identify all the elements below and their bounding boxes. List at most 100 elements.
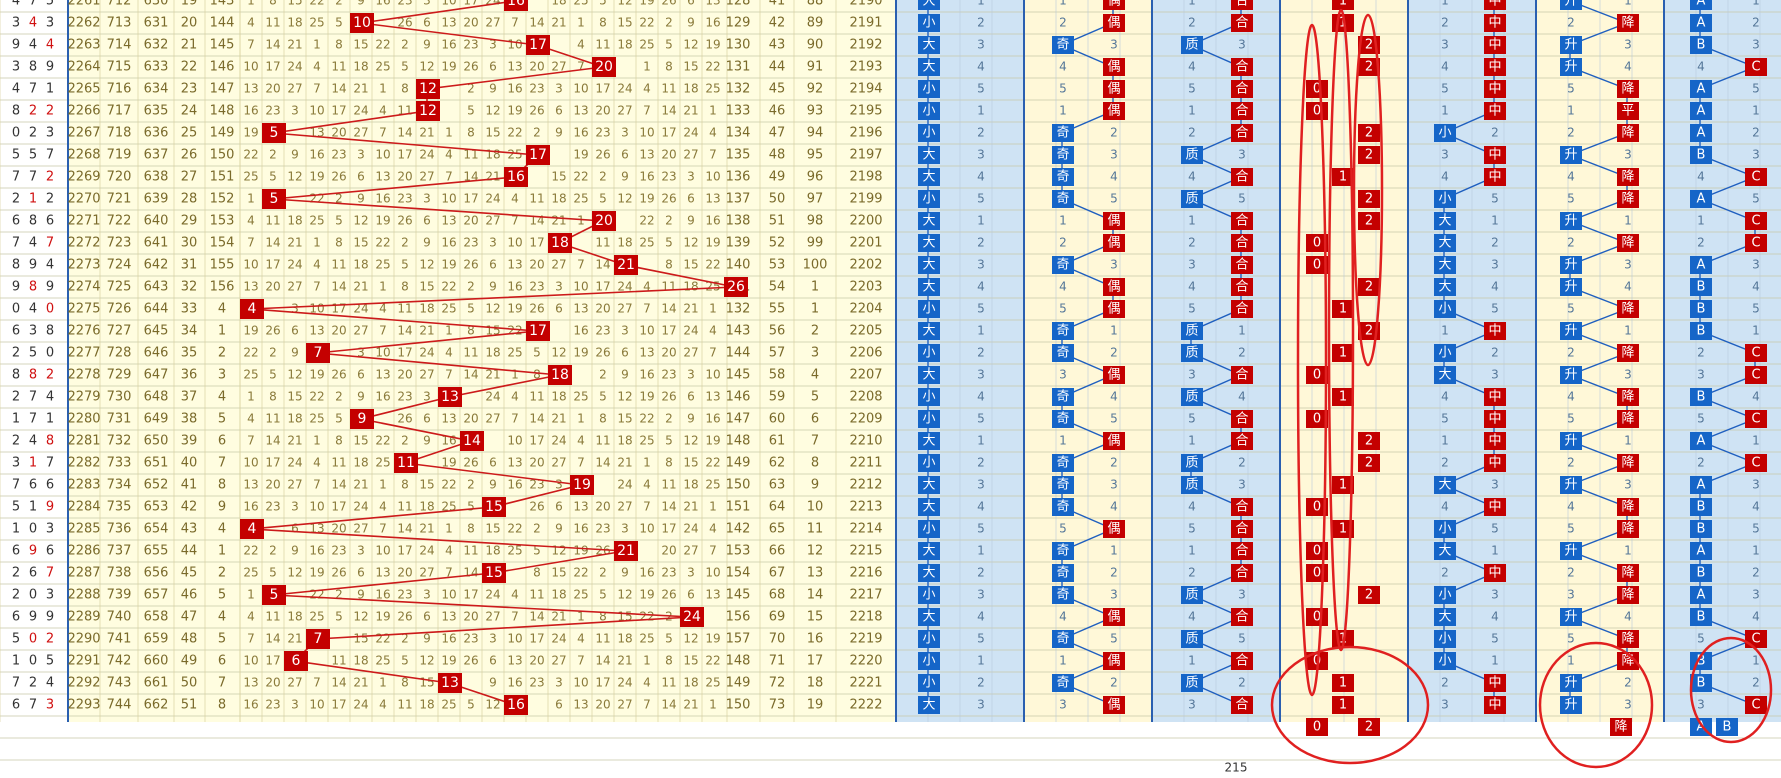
omission-count: 18 — [551, 588, 566, 602]
draw-number: 2270 — [67, 192, 100, 207]
stat-d3: 99 — [807, 236, 824, 251]
stat-c3: 643 — [144, 280, 169, 295]
omission-count: 10 — [639, 126, 654, 140]
abc-omission: 3 — [1752, 588, 1760, 602]
omission-count: 24 — [419, 346, 434, 360]
stat-c4: 46 — [181, 588, 198, 603]
prime-composite-omission: 5 — [1238, 192, 1246, 206]
omission-count: 19 — [705, 434, 720, 448]
omission-count: 13 — [243, 478, 258, 492]
winning-digit: 3 — [46, 16, 54, 31]
omission-count: 15 — [683, 60, 698, 74]
omission-count: 20 — [463, 16, 478, 30]
big-small-box — [918, 564, 940, 582]
abc-omission: 5 — [1752, 522, 1760, 536]
odd-even-omission: 3 — [1110, 478, 1118, 492]
mid-tag-omission: 4 — [1491, 610, 1499, 624]
abc-omission: 1 — [1752, 544, 1760, 558]
mid-tag-box — [1434, 234, 1456, 252]
prime-composite-label: 合 — [1235, 16, 1248, 31]
omission-count: 22 — [705, 258, 720, 272]
omission-count: 4 — [379, 104, 387, 118]
abc-omission: 1 — [1752, 104, 1760, 118]
abc-label: B — [1697, 280, 1706, 295]
big-small-box — [918, 454, 940, 472]
trend-omission: 4 — [1624, 610, 1632, 624]
omission-count: 6 — [555, 500, 563, 514]
odd-even-omission: 1 — [1110, 324, 1118, 338]
omission-count: 2 — [665, 214, 673, 228]
omission-count: 15 — [353, 434, 368, 448]
omission-count: 27 — [617, 104, 632, 118]
abc-box — [1745, 410, 1767, 428]
omission-count: 5 — [335, 214, 343, 228]
stat-d3: 2 — [811, 324, 819, 339]
omission-count: 26 — [595, 148, 610, 162]
sum-marker-label: 17 — [529, 37, 547, 53]
odd-even-omission: 2 — [1110, 676, 1118, 690]
mid-tag-label: 小 — [1438, 632, 1451, 647]
abc-omission: 2 — [1752, 126, 1760, 140]
winning-digit: 3 — [12, 456, 20, 471]
stat-c4: 40 — [181, 456, 198, 471]
odd-even-omission: 5 — [1110, 632, 1118, 646]
route-box — [1332, 476, 1354, 494]
omission-count: 4 — [313, 60, 321, 74]
omission-count: 20 — [661, 148, 676, 162]
omission-count: 21 — [683, 698, 698, 712]
stat-c5: 1 — [218, 544, 226, 559]
winning-digit: 5 — [29, 148, 37, 163]
stat-d1: 132 — [726, 302, 751, 317]
trend-box — [1617, 520, 1639, 538]
trend-omission: 1 — [1624, 434, 1632, 448]
annotation-ellipse-route-0 — [1296, 23, 1328, 697]
stat-c3: 638 — [144, 170, 169, 185]
omission-count: 27 — [353, 126, 368, 140]
prime-composite-box — [1231, 124, 1253, 142]
prime-composite-omission: 2 — [1188, 236, 1196, 250]
stat-d1: 154 — [726, 566, 751, 581]
mid-tag-box — [1484, 168, 1506, 186]
omission-count: 15 — [353, 632, 368, 646]
stat-d3: 97 — [807, 192, 824, 207]
odd-even-omission: 3 — [1110, 258, 1118, 272]
omission-count: 14 — [529, 610, 544, 624]
omission-count: 6 — [357, 170, 365, 184]
omission-count: 1 — [313, 236, 321, 250]
trend-box — [1560, 366, 1582, 384]
route-label: 2 — [1365, 214, 1373, 229]
draw-number: 2273 — [67, 258, 100, 273]
stat-c3: 662 — [144, 698, 169, 713]
stat-c5: 153 — [210, 214, 235, 229]
omission-count: 11 — [595, 236, 610, 250]
odd-even-omission: 5 — [1059, 302, 1067, 316]
mid-tag-omission: 4 — [1441, 390, 1449, 404]
omission-count: 26 — [661, 390, 676, 404]
omission-count: 2 — [599, 566, 607, 580]
odd-even-box — [1103, 366, 1125, 384]
winning-digit: 7 — [29, 412, 37, 427]
omission-count: 27 — [353, 324, 368, 338]
prime-composite-label: 质 — [1185, 38, 1198, 53]
omission-count: 10 — [309, 104, 324, 118]
omission-count: 15 — [551, 566, 566, 580]
stat-c3: 633 — [144, 60, 169, 75]
omission-count: 22 — [375, 632, 390, 646]
stat-d3: 12 — [807, 544, 824, 559]
trend-label: 降 — [1621, 390, 1634, 405]
draw-number: 2286 — [67, 544, 100, 559]
stat-d4: 2193 — [849, 60, 882, 75]
omission-count: 1 — [709, 104, 717, 118]
omission-count: 5 — [533, 544, 541, 558]
omission-count: 17 — [397, 148, 412, 162]
omission-count: 22 — [705, 60, 720, 74]
prime-composite-box — [1231, 366, 1253, 384]
prime-composite-omission: 1 — [1188, 434, 1196, 448]
odd-even-box — [1052, 190, 1074, 208]
omission-count: 15 — [353, 38, 368, 52]
omission-count: 12 — [419, 654, 434, 668]
draw-number: 2282 — [67, 456, 100, 471]
omission-count: 12 — [683, 434, 698, 448]
abc-box — [1690, 476, 1712, 494]
route-label: 1 — [1339, 16, 1347, 31]
